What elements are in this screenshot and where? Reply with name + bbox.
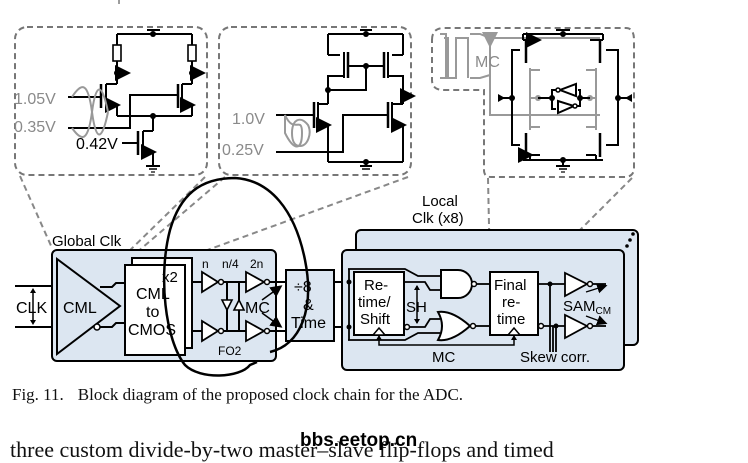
flipflop-mc-label: MC bbox=[475, 54, 500, 71]
final-retime-label-line2: re- bbox=[502, 294, 520, 311]
hand-drawn-circle-annotation bbox=[162, 176, 310, 377]
cml-vlow-label: 0.35V bbox=[14, 119, 56, 136]
flipflop-inset: MC bbox=[431, 27, 635, 178]
global-mc-label: MC bbox=[245, 300, 270, 317]
cml-inset: 1.05V 0.35V 0.42V bbox=[14, 26, 208, 176]
fanout-label: FO2 bbox=[218, 344, 242, 358]
skew-corr-label: Skew corr. bbox=[520, 349, 590, 366]
final-retime-label-line1: Final bbox=[494, 277, 527, 294]
figure-number: Fig. 11. bbox=[12, 385, 64, 404]
converter-label-line2: to bbox=[146, 304, 159, 321]
cml-vhigh-label: 1.05V bbox=[14, 91, 56, 108]
local-clk-title-line1: Local bbox=[422, 193, 458, 210]
converter-vhigh-label: 1.0V bbox=[232, 111, 265, 128]
divider-label-line3: Time bbox=[291, 315, 326, 332]
converter-label-line1: CML bbox=[136, 286, 170, 303]
divider-block: ÷8 & Time bbox=[285, 269, 348, 342]
divider-label-line2: & bbox=[303, 297, 314, 314]
local-clk-block: Local Clk (x8) Re- time/ Shift SH bbox=[341, 193, 639, 371]
cml-amp-label: CML bbox=[63, 300, 97, 317]
inverter-size-2n: 2n bbox=[250, 257, 263, 271]
sh-label: SH bbox=[406, 299, 427, 316]
figure-caption-text: Block diagram of the proposed clock chai… bbox=[77, 385, 464, 404]
local-clk-title-line2: Clk (x8) bbox=[412, 210, 464, 227]
cml-bias-label: 0.42V bbox=[76, 136, 118, 153]
global-clk-block: Global Clk CLK CML x2 CML to CMOS bbox=[15, 233, 286, 362]
final-retime-label-line3: time bbox=[497, 311, 525, 328]
clk-input-label: CLK bbox=[16, 300, 47, 317]
figure-caption: Fig. 11. Block diagram of the proposed cl… bbox=[12, 385, 463, 405]
converter-multiplier-label: x2 bbox=[162, 269, 178, 286]
global-clk-title: Global Clk bbox=[52, 233, 122, 250]
converter-inset: 1.0V 0.25V bbox=[218, 26, 416, 176]
body-text-line: three custom divide-by-two master–slave … bbox=[10, 437, 554, 462]
retime-label-line2: time/ bbox=[358, 294, 391, 311]
inverter-size-n4: n/4 bbox=[222, 257, 239, 271]
local-mc-label: MC bbox=[432, 349, 455, 366]
converter-label-line3: CMOS bbox=[128, 322, 176, 339]
retime-label-line3: Shift bbox=[360, 311, 391, 328]
converter-vlow-label: 0.25V bbox=[222, 142, 264, 159]
watermark: bbs.eetop.cn bbox=[300, 430, 418, 451]
retime-label-line1: Re- bbox=[364, 277, 388, 294]
sam-label: SAMCM bbox=[563, 298, 611, 317]
top-cut-text: l bbox=[118, 0, 120, 6]
inverter-size-n: n bbox=[202, 257, 209, 271]
